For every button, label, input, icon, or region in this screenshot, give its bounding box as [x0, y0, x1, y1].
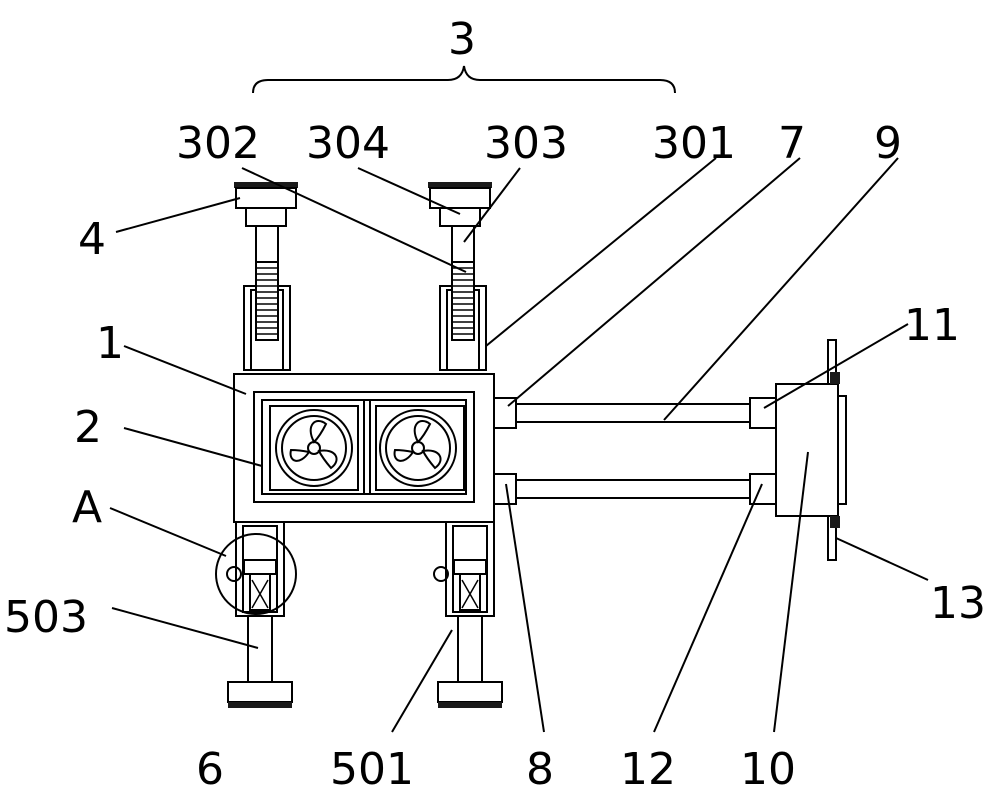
label-2: 2: [74, 402, 102, 453]
label-9: 9: [874, 118, 902, 169]
lower-right-leg: [433, 521, 503, 708]
label-304: 304: [306, 118, 390, 169]
upper-left-support: [234, 182, 298, 371]
label-303: 303: [484, 118, 568, 169]
label-4: 4: [78, 214, 106, 265]
mount-plate: [775, 339, 847, 561]
label-503: 503: [4, 592, 88, 643]
label-8: 8: [526, 744, 554, 794]
label-10: 10: [740, 744, 796, 794]
label-3: 3: [448, 14, 476, 65]
brace-3: [252, 65, 676, 94]
leader-lines: [109, 157, 929, 733]
fan-right: [375, 405, 465, 491]
upper-right-support: [428, 182, 492, 371]
label-13: 13: [930, 578, 986, 629]
label-12: 12: [620, 744, 676, 794]
fan-left: [269, 405, 359, 491]
label-1: 1: [96, 318, 124, 369]
label-302: 302: [176, 118, 260, 169]
lower-arm: [493, 473, 777, 505]
lower-left-leg: [215, 521, 297, 708]
label-11: 11: [904, 300, 960, 351]
upper-arm: [493, 397, 777, 429]
label-7: 7: [778, 118, 806, 169]
label-501: 501: [330, 744, 414, 794]
label-A: A: [72, 482, 102, 533]
label-6: 6: [196, 744, 224, 794]
label-301: 301: [652, 118, 736, 169]
